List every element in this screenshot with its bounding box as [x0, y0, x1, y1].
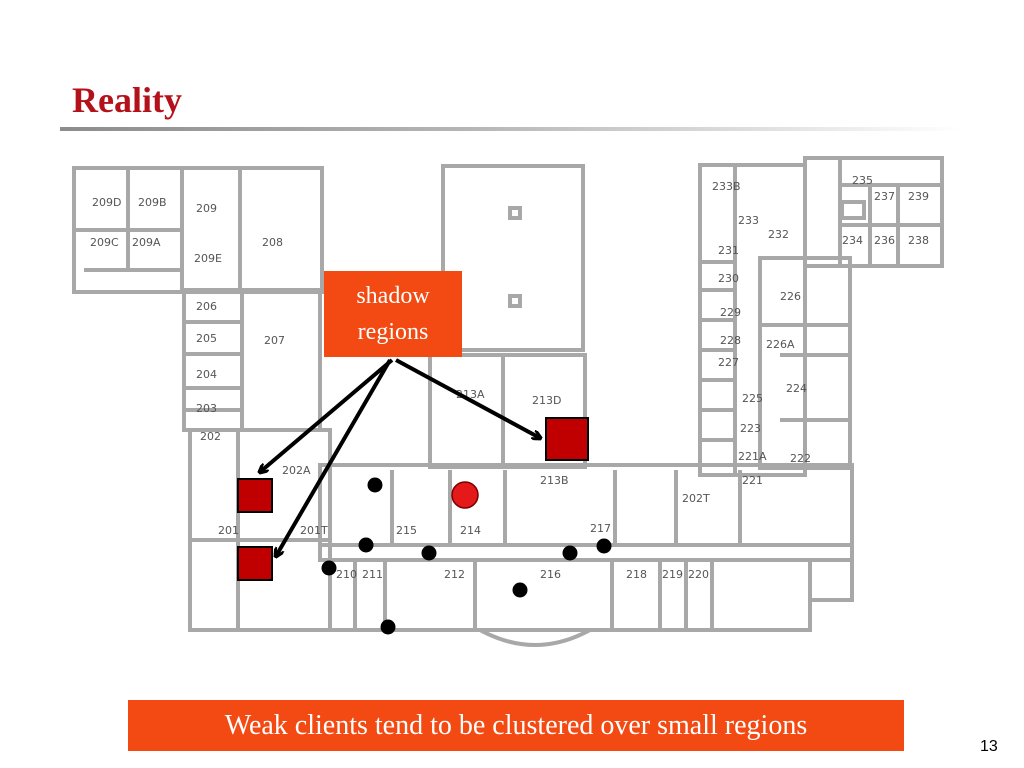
- arrow-to-ap-left-upper: [260, 358, 394, 472]
- room-label: 205: [196, 332, 217, 345]
- room-label: 238: [908, 234, 929, 247]
- black-dot-icon: [562, 545, 578, 561]
- room-label: 226: [780, 290, 801, 303]
- room-label: 206: [196, 300, 217, 313]
- room-label: 224: [786, 382, 807, 395]
- room-label: 212: [444, 568, 465, 581]
- room-label: 209E: [194, 252, 222, 265]
- room-label: 227: [718, 356, 739, 369]
- room-label: 209: [196, 202, 217, 215]
- black-dot-icon: [380, 619, 396, 635]
- room-label: 226A: [766, 338, 795, 351]
- title-divider: [60, 127, 960, 131]
- room-label: 209C: [90, 236, 119, 249]
- room-label: 214: [460, 524, 481, 537]
- room-label: 210: [336, 568, 357, 581]
- room-label: 218: [626, 568, 647, 581]
- room-label: 216: [540, 568, 561, 581]
- room-label: 230: [718, 272, 739, 285]
- room-label: 223: [740, 422, 761, 435]
- black-dot-icon: [321, 560, 337, 576]
- access-points: [237, 417, 589, 581]
- room-label: 204: [196, 368, 217, 381]
- room-label: 237: [874, 190, 895, 203]
- room-label: 202: [200, 430, 221, 443]
- room-label: 222: [790, 452, 811, 465]
- room-label: 217: [590, 522, 611, 535]
- arrow-to-ap-center: [395, 358, 540, 438]
- room-label: 228: [720, 334, 741, 347]
- red-square-icon: [237, 546, 273, 581]
- room-label: 236: [874, 234, 895, 247]
- room-label: 209D: [92, 196, 121, 209]
- room-label: 201: [218, 524, 239, 537]
- room-label: 203: [196, 402, 217, 415]
- black-dot-icon: [596, 538, 612, 554]
- room-label: 219: [662, 568, 683, 581]
- room-label: 221: [742, 474, 763, 487]
- room-label: 225: [742, 392, 763, 405]
- page-number: 13: [980, 738, 998, 755]
- room-label: 239: [908, 190, 929, 203]
- red-circle-icon: [451, 481, 479, 509]
- callout-arrows: [260, 358, 540, 556]
- red-square-icon: [237, 478, 273, 513]
- floor-plan: 209D 209B 209 209C 209A 209E 208 206 205…: [72, 156, 944, 647]
- caption-banner: Weak clients tend to be clustered over s…: [128, 700, 904, 751]
- room-label: 220: [688, 568, 709, 581]
- room-label: 215: [396, 524, 417, 537]
- room-label: 233B: [712, 180, 741, 193]
- black-dot-icon: [512, 582, 528, 598]
- room-label: 235: [852, 174, 873, 187]
- black-dot-icon: [421, 545, 437, 561]
- room-label: 213D: [532, 394, 561, 407]
- room-label: 202A: [282, 464, 311, 477]
- room-label: 208: [262, 236, 283, 249]
- black-dot-icon: [358, 537, 374, 553]
- building-walls: [72, 156, 944, 647]
- room-label: 209B: [138, 196, 167, 209]
- room-label: 221A: [738, 450, 767, 463]
- red-square-icon: [545, 417, 589, 461]
- slide-title: Reality: [72, 80, 182, 120]
- room-label: 202T: [682, 492, 710, 505]
- callout-line-1: shadow: [356, 283, 430, 309]
- room-label: 234: [842, 234, 863, 247]
- arrow-to-ap-left-lower: [276, 358, 392, 556]
- room-label: 233: [738, 214, 759, 227]
- room-label: 229: [720, 306, 741, 319]
- room-label: 201T: [300, 524, 328, 537]
- room-label: 207: [264, 334, 285, 347]
- room-label: 231: [718, 244, 739, 257]
- room-label: 213B: [540, 474, 569, 487]
- room-label: 209A: [132, 236, 161, 249]
- black-dot-icon: [367, 477, 383, 493]
- room-labels: 209D 209B 209 209C 209A 209E 208 206 205…: [90, 174, 929, 581]
- shadow-regions-callout: shadow regions: [324, 271, 462, 357]
- callout-line-2: regions: [357, 319, 429, 345]
- weak-clients: [321, 477, 612, 635]
- room-label: 211: [362, 568, 383, 581]
- room-label: 232: [768, 228, 789, 241]
